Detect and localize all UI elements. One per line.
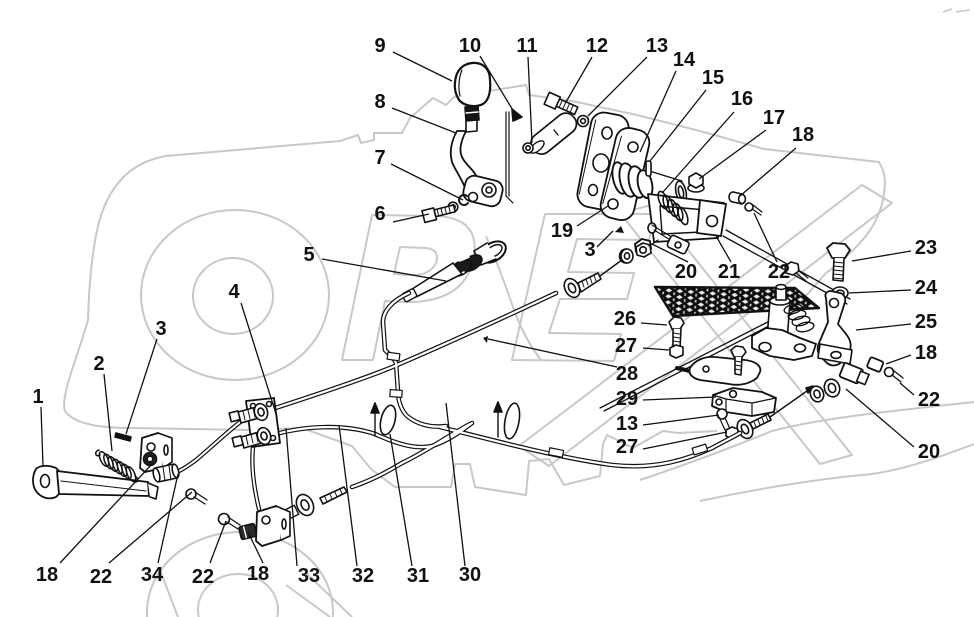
svg-text:19: 19 [551,220,573,242]
svg-text:9: 9 [374,35,385,57]
svg-text:18: 18 [915,342,937,364]
svg-text:15: 15 [702,67,724,89]
svg-text:7: 7 [374,147,385,169]
svg-text:14: 14 [673,49,696,71]
svg-text:34: 34 [141,564,164,586]
svg-text:20: 20 [675,261,697,283]
svg-text:25: 25 [915,311,937,333]
svg-text:27: 27 [615,335,637,357]
svg-text:30: 30 [459,564,481,586]
svg-text:10: 10 [459,35,481,57]
svg-text:8: 8 [374,91,385,113]
svg-text:18: 18 [247,563,269,585]
svg-text:22: 22 [768,261,790,283]
svg-text:24: 24 [915,277,938,299]
svg-text:23: 23 [915,237,937,259]
svg-text:31: 31 [407,565,429,587]
svg-text:4: 4 [228,281,240,303]
svg-text:2: 2 [93,353,104,375]
svg-text:1: 1 [32,386,43,408]
svg-text:27: 27 [616,436,638,458]
svg-text:29: 29 [616,388,638,410]
svg-text:13: 13 [646,35,668,57]
svg-text:22: 22 [192,566,214,588]
svg-text:16: 16 [731,88,753,110]
svg-text:11: 11 [516,35,537,57]
svg-text:5: 5 [303,244,314,266]
svg-text:18: 18 [36,564,58,586]
svg-text:6: 6 [374,203,385,225]
svg-text:22: 22 [918,389,940,411]
svg-text:32: 32 [352,565,374,587]
svg-text:28: 28 [616,363,638,385]
svg-text:20: 20 [918,441,940,463]
svg-text:3: 3 [584,239,595,261]
svg-text:18: 18 [792,124,814,146]
svg-text:21: 21 [718,261,740,283]
svg-text:12: 12 [586,35,608,57]
svg-text:3: 3 [155,318,166,340]
svg-text:33: 33 [298,565,320,587]
svg-text:26: 26 [614,308,636,330]
svg-text:13: 13 [616,413,638,435]
svg-text:17: 17 [763,107,785,129]
svg-text:22: 22 [90,566,112,588]
